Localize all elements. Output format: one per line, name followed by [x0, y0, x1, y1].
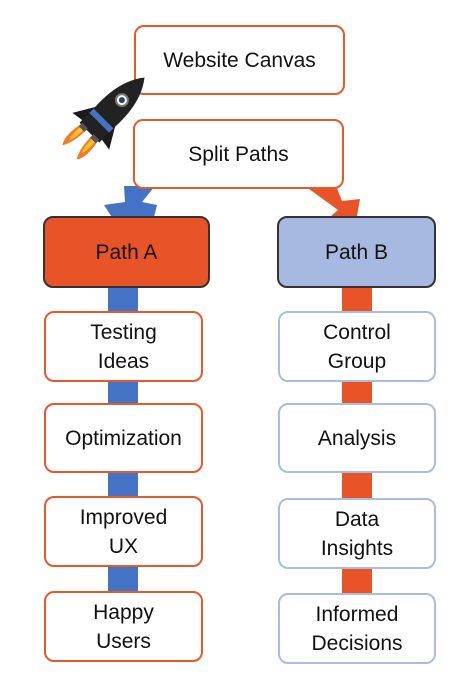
path-b-step: Analysis: [278, 403, 436, 473]
split-paths-box: Split Paths: [133, 119, 344, 189]
path-b-step: Informed Decisions: [278, 593, 436, 664]
step-label: Analysis: [317, 426, 397, 450]
split-paths-label: Split Paths: [188, 142, 289, 166]
website-canvas-label: Website Canvas: [163, 48, 316, 72]
path-a-step: Testing Ideas: [44, 311, 203, 382]
website-canvas-box: Website Canvas: [134, 25, 345, 95]
path-a-step: Optimization: [44, 403, 203, 473]
step-label: Happy Users: [93, 600, 154, 653]
path-b-header: Path B: [277, 216, 436, 288]
step-label: Informed Decisions: [311, 602, 403, 655]
step-label: Optimization: [65, 426, 182, 450]
path-b-label: Path B: [324, 240, 389, 264]
step-label: Improved UX: [79, 505, 168, 558]
step-label: Control Group: [323, 320, 391, 373]
step-label: Testing Ideas: [90, 320, 157, 373]
path-b-step: Control Group: [278, 311, 436, 382]
path-b-step: Data Insights: [278, 498, 436, 569]
step-label: Data Insights: [320, 507, 394, 560]
path-a-step: Improved UX: [44, 496, 203, 567]
path-a-header: Path A: [43, 216, 210, 288]
path-a-step: Happy Users: [44, 591, 203, 662]
path-a-label: Path A: [95, 240, 158, 264]
arrow-to-path-a: [104, 186, 157, 225]
